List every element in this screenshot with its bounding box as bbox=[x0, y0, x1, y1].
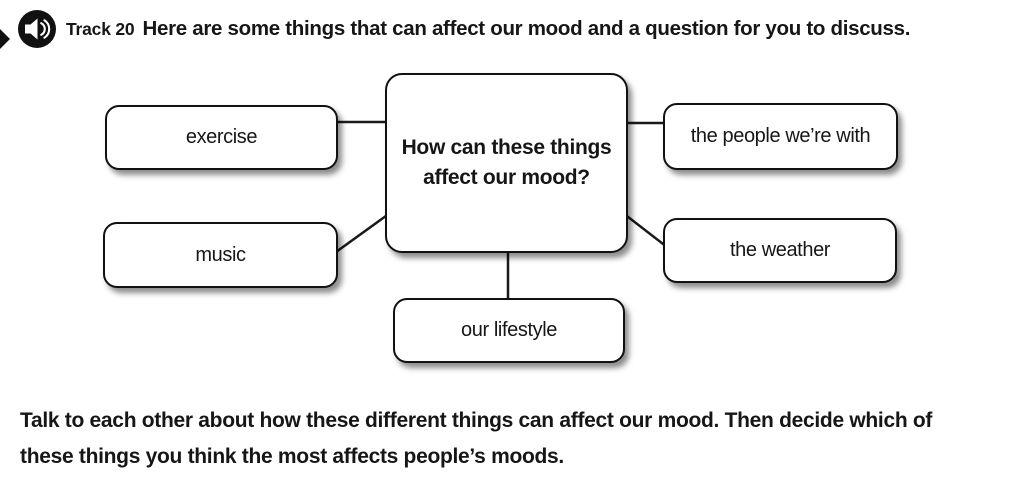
speaker-icon bbox=[18, 10, 56, 48]
node-lifestyle: our lifestyle bbox=[393, 298, 625, 363]
node-people-label: the people we’re with bbox=[690, 125, 871, 147]
connector-weather bbox=[622, 212, 668, 248]
node-lifestyle-label: our lifestyle bbox=[461, 319, 557, 341]
node-weather-label: the weather bbox=[729, 239, 831, 261]
header-instruction: Here are some things that can affect our… bbox=[142, 17, 911, 40]
node-exercise: exercise bbox=[105, 105, 338, 170]
node-weather: the weather bbox=[663, 218, 897, 283]
track-label: Track 20 bbox=[66, 19, 135, 39]
footer-instruction: Talk to each other about how these diffe… bbox=[20, 409, 933, 468]
node-music-label: music bbox=[195, 243, 246, 266]
center-question-label: How can these things affect our mood? bbox=[401, 136, 612, 189]
node-exercise-label: exercise bbox=[185, 126, 258, 148]
header: Track 20 Here are some things that can a… bbox=[17, 9, 910, 49]
node-people: the people we’re with bbox=[663, 103, 898, 170]
node-music: music bbox=[103, 222, 338, 288]
connector-music bbox=[335, 211, 391, 254]
header-text: Track 20 Here are some things that can a… bbox=[66, 17, 910, 41]
page-edge-arrow-icon bbox=[0, 29, 10, 49]
center-question-box: How can these things affect our mood? bbox=[385, 73, 628, 253]
